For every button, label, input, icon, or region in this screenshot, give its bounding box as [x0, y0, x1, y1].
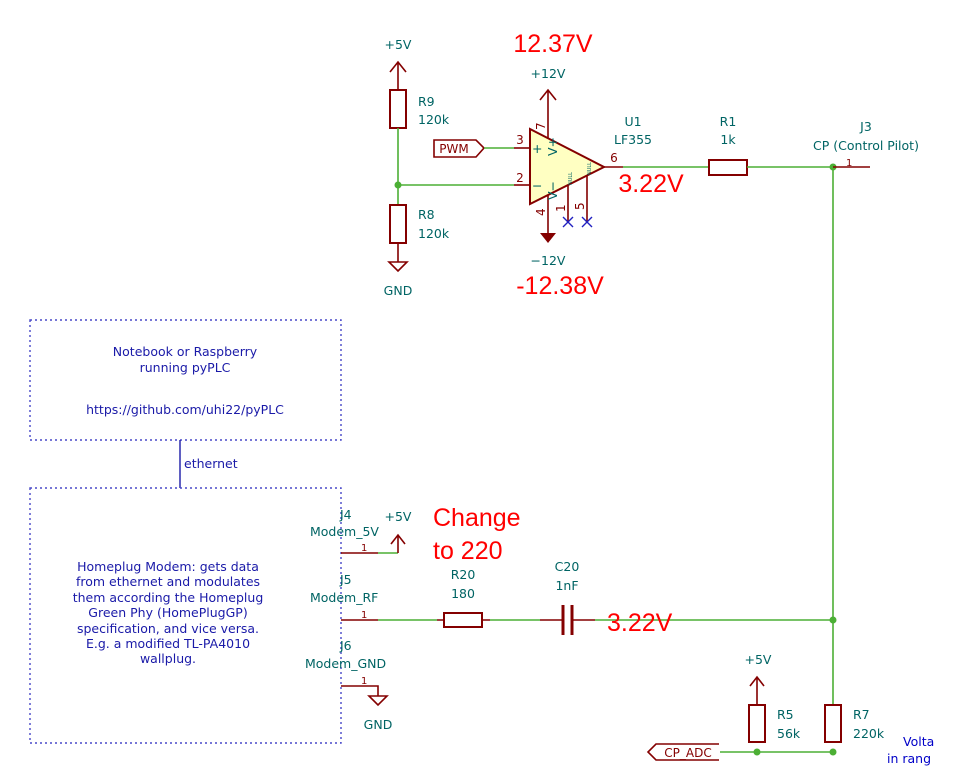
opamp-null2-label: NULL	[587, 162, 593, 175]
resistor-r20[interactable]	[443, 612, 483, 628]
plus12v-label: +12V	[531, 66, 566, 81]
j5-ref: J5	[339, 572, 352, 587]
pin-4-number: 4	[534, 208, 548, 216]
r8-value: 120k	[418, 226, 450, 241]
j5-pin-number: 1	[361, 610, 367, 621]
r20-ref: R20	[451, 567, 476, 582]
u1-value: LF355	[614, 132, 652, 147]
opamp-vplus-label: V+	[545, 137, 560, 156]
r7-ref: R7	[853, 707, 870, 722]
annotation-vplus: 12.37V	[513, 30, 593, 58]
opamp-plus-label: +	[532, 141, 542, 156]
r9-value: 120k	[418, 112, 450, 127]
opamp-vminus-label: V−	[545, 181, 560, 200]
resistor-r5[interactable]	[748, 704, 766, 743]
modem-text-line: from ethernet and modulates	[76, 574, 260, 589]
junction	[829, 616, 837, 624]
r8-gnd-label: GND	[384, 283, 413, 298]
minus12v-symbol-icon	[540, 233, 556, 243]
j5-value: Modem_RF	[310, 590, 378, 605]
notebook-block	[29, 319, 342, 441]
j6-pin-number: 1	[361, 676, 367, 687]
pin-2-number: 2	[516, 171, 524, 185]
capacitor-c20[interactable]	[561, 605, 574, 635]
wire-cp	[747, 166, 834, 705]
j4-ref: J4	[339, 507, 352, 522]
c20-value: 1nF	[555, 578, 578, 593]
r1-ref: R1	[720, 114, 737, 129]
modem-text-line: specification, and vice versa.	[77, 621, 259, 636]
annotation-change-line2: to 220	[433, 537, 503, 565]
r5-value: 56k	[777, 726, 801, 741]
pin-7-number: 7	[534, 122, 548, 130]
pwm-label-text: PWM	[439, 142, 468, 156]
r9-ref: R9	[418, 94, 435, 109]
no-connect-icon	[562, 216, 593, 228]
r5-power-label: +5V	[745, 652, 772, 667]
modem-text-line: E.g. a modified TL-PA4010	[86, 636, 250, 651]
cp-adc-label[interactable]: CP_ADC	[646, 743, 719, 761]
resistor-r7[interactable]	[824, 704, 842, 743]
modem-text-line: wallplug.	[140, 651, 196, 666]
j3-value: CP (Control Pilot)	[813, 138, 919, 153]
annotation-change-line1: Change	[433, 504, 521, 532]
r20-value: 180	[451, 586, 475, 601]
pin-6-number: 6	[610, 151, 618, 165]
modem-text-line: Green Phy (HomePlugGP)	[88, 605, 247, 620]
j6-pin-ground-icon[interactable]	[341, 685, 389, 707]
opamp-minus-label: −	[532, 178, 542, 193]
r5-ref: R5	[777, 707, 794, 722]
notebook-url: https://github.com/uhi22/pyPLC	[86, 402, 284, 417]
modem-description: Homeplug Modem: gets data from ethernet …	[73, 559, 264, 666]
pin-1-number: 1	[554, 204, 568, 212]
power-5v-arrow-icon	[749, 675, 765, 705]
power-5v-arrow-icon	[389, 60, 407, 90]
j3-pin-number: 1	[846, 158, 852, 169]
j4-power-label: +5V	[385, 509, 412, 524]
annotation-cap-node: 3.22V	[607, 609, 673, 637]
ground-icon	[387, 243, 409, 273]
minus12v-label: −12V	[531, 253, 566, 268]
u1-ref: U1	[624, 114, 641, 129]
opamp-null1-label: NULL	[568, 172, 574, 185]
ethernet-label: ethernet	[184, 456, 238, 471]
notebook-text-line2: running pyPLC	[140, 360, 231, 375]
modem-text-line: Homeplug Modem: gets data	[77, 559, 259, 574]
comment-line2: in rang	[887, 751, 931, 766]
junction	[753, 748, 761, 756]
j3-ref: J3	[859, 119, 872, 134]
cp-adc-label-text: CP_ADC	[664, 746, 711, 760]
pwm-label[interactable]: PWM	[433, 139, 486, 158]
j6-gnd-label: GND	[364, 717, 393, 732]
pin-5-number: 5	[573, 202, 587, 210]
j4-value: Modem_5V	[310, 524, 379, 539]
annotation-vminus: -12.38V	[516, 272, 604, 300]
j4-pin-number: 1	[361, 543, 367, 554]
junction	[829, 748, 837, 756]
c20-ref: C20	[555, 559, 580, 574]
power-5v-arrow-icon	[390, 533, 406, 553]
comment-line1: Volta	[903, 734, 934, 749]
notebook-text-line1: Notebook or Raspberry	[113, 344, 258, 359]
pin-3-number: 3	[516, 133, 524, 147]
plus12v-arrow-icon	[539, 88, 557, 140]
r9-power-label: +5V	[385, 37, 412, 52]
j6-value: Modem_GND	[305, 656, 386, 671]
resistor-r1[interactable]	[708, 159, 748, 176]
r1-value: 1k	[720, 132, 736, 147]
modem-block	[29, 487, 342, 744]
r8-ref: R8	[418, 207, 435, 222]
modem-text-line: them according the Homeplug	[73, 590, 264, 605]
annotation-output: 3.22V	[618, 170, 684, 198]
resistor-r9[interactable]	[389, 89, 407, 129]
resistor-r8[interactable]	[389, 204, 407, 244]
j6-ref: J6	[339, 638, 352, 653]
r7-value: 220k	[853, 726, 885, 741]
opamp-u1[interactable]	[529, 127, 607, 206]
